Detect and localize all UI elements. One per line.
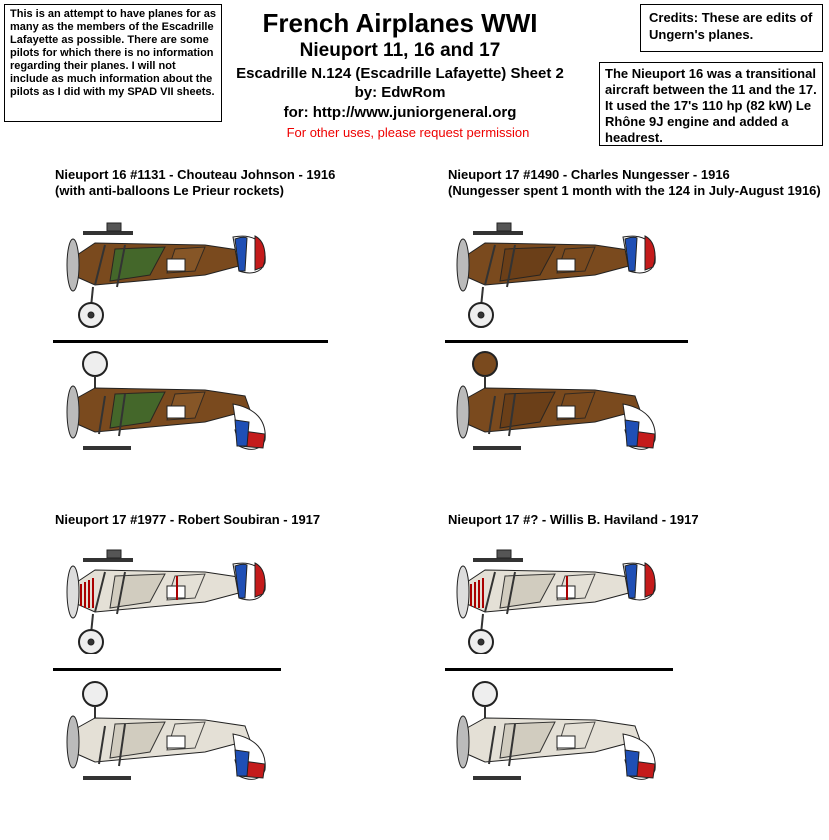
plane-1-side-view bbox=[66, 222, 266, 328]
divider-rule bbox=[445, 340, 688, 343]
plane-3-side-view bbox=[66, 549, 266, 654]
caption-plane-2: Nieuport 17 #1490 - Charles Nungesser - … bbox=[448, 167, 821, 199]
divider-rule bbox=[53, 668, 281, 671]
divider-rule bbox=[53, 340, 328, 343]
caption-plane-4-line1: Nieuport 17 #? - Willis B. Haviland - 19… bbox=[448, 512, 699, 527]
nieuport16-note: The Nieuport 16 was a transitional aircr… bbox=[599, 62, 823, 146]
website-line[interactable]: for: http://www.juniorgeneral.org bbox=[283, 104, 517, 121]
credits-note: Credits: These are edits of Ungern's pla… bbox=[640, 4, 823, 52]
plane-3-top-view bbox=[66, 681, 266, 780]
page-title: French Airplanes WWI bbox=[262, 8, 538, 38]
plane-4-top-view bbox=[456, 681, 656, 780]
permission-note: For other uses, please request permissio… bbox=[286, 125, 530, 140]
page-subtitle: Nieuport 11, 16 and 17 bbox=[299, 40, 501, 61]
plane-4-side-view bbox=[456, 549, 656, 654]
plane-2-top-view bbox=[456, 351, 656, 450]
caption-plane-1-line2: (with anti-balloons Le Prieur rockets) bbox=[55, 183, 284, 198]
divider-rule bbox=[445, 668, 673, 671]
caption-plane-2-line1: Nieuport 17 #1490 - Charles Nungesser - … bbox=[448, 167, 730, 182]
plane-1-top-view bbox=[66, 351, 266, 450]
caption-plane-3: Nieuport 17 #1977 - Robert Soubiran - 19… bbox=[55, 512, 320, 528]
escadrille-line: Escadrille N.124 (Escadrille Lafayette) … bbox=[236, 65, 564, 82]
caption-plane-1-line1: Nieuport 16 #1131 - Chouteau Johnson - 1… bbox=[55, 167, 336, 182]
intro-note: This is an attempt to have planes for as… bbox=[4, 4, 222, 122]
caption-plane-2-line2: (Nungesser spent 1 month with the 124 in… bbox=[448, 183, 821, 198]
byline: by: EdwRom bbox=[354, 84, 446, 101]
caption-plane-3-line1: Nieuport 17 #1977 - Robert Soubiran - 19… bbox=[55, 512, 321, 527]
caption-plane-4: Nieuport 17 #? - Willis B. Haviland - 19… bbox=[448, 512, 699, 528]
caption-plane-1: Nieuport 16 #1131 - Chouteau Johnson - 1… bbox=[55, 167, 335, 199]
plane-2-side-view bbox=[456, 222, 656, 328]
